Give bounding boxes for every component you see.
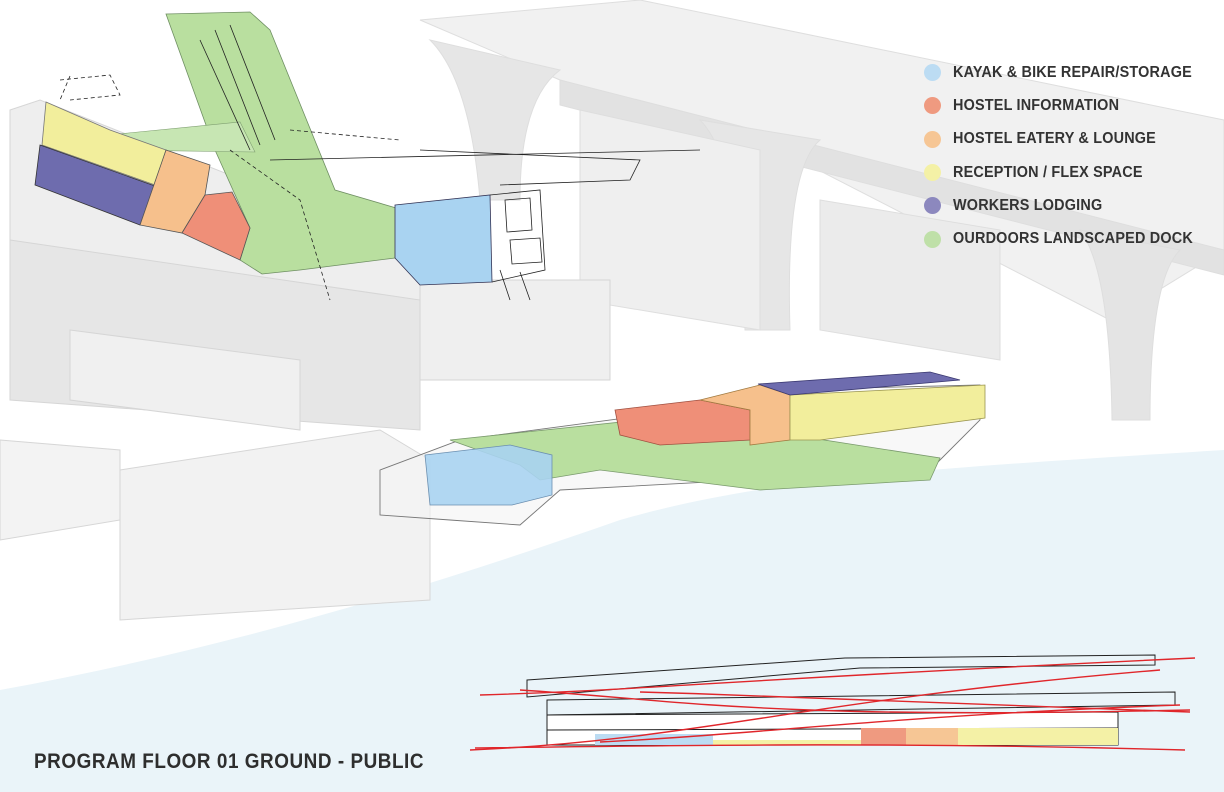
legend-swatch-hostel-info bbox=[924, 97, 941, 115]
legend-swatch-reception bbox=[924, 164, 941, 182]
legend-swatch-eatery bbox=[924, 130, 941, 148]
section-reception-zone bbox=[713, 740, 861, 745]
axo-hostel-info-zone bbox=[614, 399, 751, 446]
section-red-lines bbox=[469, 657, 1196, 751]
legend-swatch-dock bbox=[924, 230, 941, 248]
legend-item-hostel-info: HOSTEL INFORMATION bbox=[924, 89, 1214, 122]
legend-label-eatery: HOSTEL EATERY & LOUNGE bbox=[953, 130, 1157, 148]
plan-linework bbox=[59, 24, 701, 301]
plan-kayak-zone bbox=[394, 194, 493, 286]
legend-label-hostel-info: HOSTEL INFORMATION bbox=[953, 96, 1120, 114]
legend-label-reception: RECEPTION / FLEX SPACE bbox=[953, 163, 1143, 181]
legend-item-reception: RECEPTION / FLEX SPACE bbox=[924, 156, 1214, 189]
axo-reception-zone bbox=[789, 384, 986, 441]
plan-hostel-info-zone bbox=[181, 191, 251, 261]
legend-swatch-workers bbox=[924, 197, 941, 215]
page-title: PROGRAM FLOOR 01 GROUND - PUBLIC bbox=[34, 750, 425, 773]
legend: KAYAK & BIKE REPAIR/STORAGE HOSTEL INFOR… bbox=[924, 56, 1214, 256]
legend-item-dock: OURDOORS LANDSCAPED DOCK bbox=[924, 222, 1214, 255]
plan-dock-zone bbox=[165, 11, 421, 275]
bridge-context bbox=[419, 0, 1224, 421]
legend-item-kayak: KAYAK & BIKE REPAIR/STORAGE bbox=[924, 56, 1214, 89]
left-buildings-context bbox=[0, 99, 611, 621]
legend-label-dock: OURDOORS LANDSCAPED DOCK bbox=[953, 230, 1193, 248]
axo-workers-zone bbox=[757, 371, 961, 396]
legend-label-kayak: KAYAK & BIKE REPAIR/STORAGE bbox=[953, 63, 1192, 81]
axo-kayak-zone bbox=[424, 444, 553, 506]
section-hostel-info-zone bbox=[861, 728, 906, 745]
section-reception-zone-2 bbox=[958, 728, 1118, 745]
legend-swatch-kayak bbox=[924, 64, 941, 82]
water-plane bbox=[0, 450, 1224, 792]
legend-item-eatery: HOSTEL EATERY & LOUNGE bbox=[924, 123, 1214, 156]
legend-label-workers: WORKERS LODGING bbox=[953, 196, 1103, 214]
section-eatery-zone bbox=[906, 728, 958, 745]
legend-item-workers: WORKERS LODGING bbox=[924, 189, 1214, 222]
